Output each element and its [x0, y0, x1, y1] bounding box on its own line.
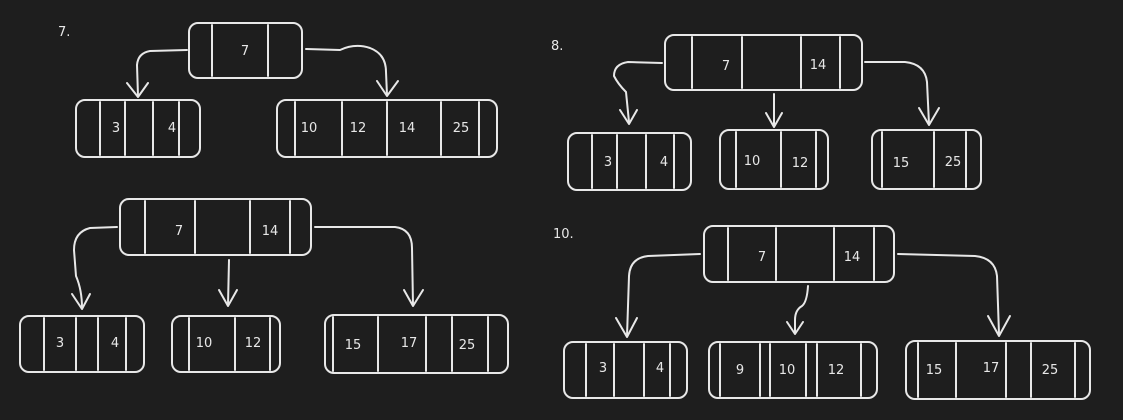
- node-key: 12: [828, 363, 845, 378]
- tree-7b-child-node-1: 3 4: [19, 315, 145, 373]
- node-key: 3: [112, 121, 120, 136]
- tree-7b-root-node: 7 14: [119, 198, 312, 256]
- tree-7b-edge-middle: [218, 259, 238, 307]
- node-key: 10: [779, 363, 796, 378]
- tree-8-child-node-3: 15 25: [871, 129, 982, 190]
- tree-7b-child-node-2: 10 12: [171, 315, 281, 373]
- tree-7a-child-node-1: 3 4: [75, 99, 201, 158]
- node-key: 25: [1042, 363, 1059, 378]
- tree-10-root-node: 7 14: [703, 225, 895, 283]
- tree-7a-edge-left: [126, 49, 188, 98]
- tree-8-edge-middle: [765, 93, 783, 128]
- tree-10-edge-left: [615, 253, 701, 338]
- node-key: 12: [792, 156, 809, 171]
- node-key: 17: [983, 361, 1000, 376]
- tree-8-root-node: 7 14: [664, 34, 863, 91]
- tree-8-child-node-1: 3 4: [567, 132, 692, 191]
- node-key: 25: [453, 121, 470, 136]
- tree-10-child-node-3: 15 17 25: [905, 340, 1091, 400]
- node-key: 3: [56, 336, 64, 351]
- node-key: 15: [345, 338, 362, 353]
- tree-7a-edge-right: [305, 44, 399, 97]
- node-key: 4: [168, 121, 176, 136]
- node-key: 14: [262, 224, 279, 239]
- tree-7b-edge-right: [314, 226, 424, 307]
- node-key: 7: [758, 250, 766, 265]
- node-key: 3: [599, 361, 607, 376]
- section-label-7: 7.: [58, 25, 70, 40]
- node-key: 4: [111, 336, 119, 351]
- tree-8-edge-left: [613, 61, 663, 125]
- tree-7a-child-node-2: 10 12 14 25: [276, 99, 498, 158]
- tree-10-edge-right: [897, 253, 1011, 337]
- tree-7b-child-node-3: 15 17 25: [324, 314, 509, 374]
- node-key: 15: [893, 156, 910, 171]
- tree-10-child-node-1: 3 4: [563, 341, 688, 399]
- tree-7a-root-node: 7: [188, 22, 303, 79]
- node-key: 7: [241, 44, 249, 59]
- node-key: 25: [459, 338, 476, 353]
- tree-7b-edge-left: [71, 226, 118, 310]
- node-key: 10: [301, 121, 318, 136]
- tree-10-edge-middle: [786, 285, 809, 335]
- node-key: 14: [844, 250, 861, 265]
- node-key: 12: [350, 121, 367, 136]
- node-key: 10: [744, 154, 761, 169]
- tree-8-child-node-2: 10 12: [719, 129, 829, 190]
- node-key: 7: [722, 59, 730, 74]
- tree-8-edge-right: [864, 61, 940, 126]
- node-key: 25: [945, 155, 962, 170]
- section-label-8: 8.: [551, 39, 563, 54]
- node-key: 7: [175, 224, 183, 239]
- node-key: 12: [245, 336, 262, 351]
- node-key: 14: [399, 121, 416, 136]
- node-key: 3: [604, 155, 612, 170]
- node-key: 10: [196, 336, 213, 351]
- tree-10-child-node-2: 9 10 12: [708, 341, 878, 399]
- node-key: 17: [401, 336, 418, 351]
- node-key: 9: [736, 363, 744, 378]
- node-key: 14: [810, 58, 827, 73]
- section-label-10: 10.: [553, 227, 574, 242]
- node-key: 15: [926, 363, 943, 378]
- node-key: 4: [660, 155, 668, 170]
- node-key: 4: [656, 361, 664, 376]
